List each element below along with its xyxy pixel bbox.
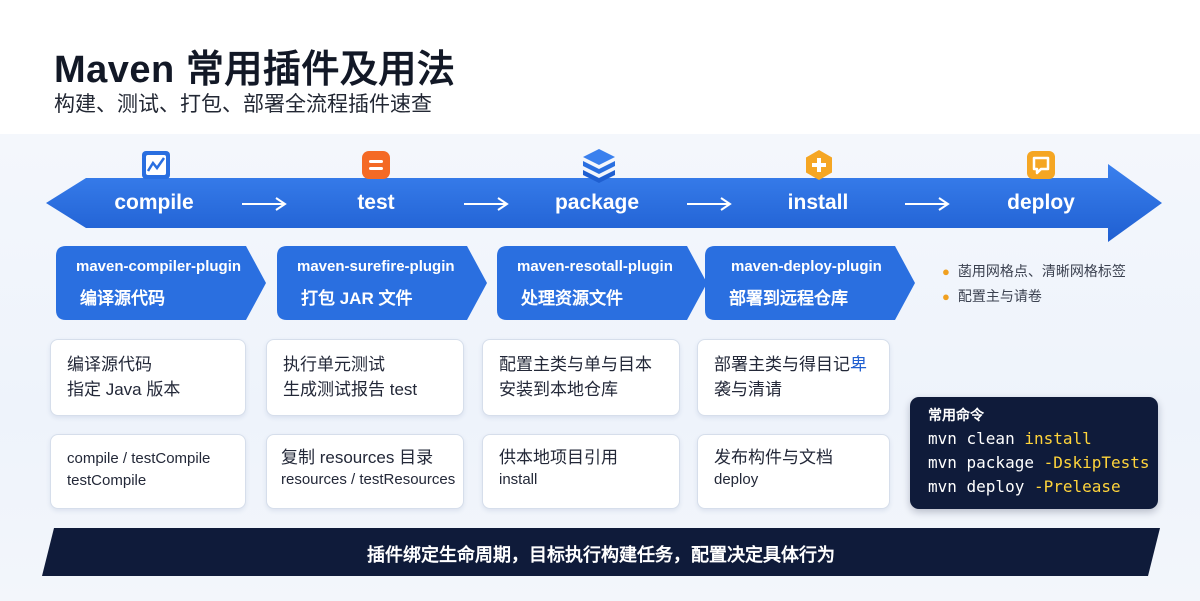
plugin-desc: 处理资源文件 [521, 289, 623, 308]
card-line: install [499, 471, 538, 488]
command-base: mvn deploy [928, 477, 1034, 496]
plugin-desc: 打包 JAR 文件 [301, 289, 413, 308]
stage-package-label: package [554, 191, 640, 214]
stage-test-label: test [357, 191, 395, 214]
stage-install-label: install [787, 191, 849, 214]
plugin-name: maven-surefire-plugin [297, 258, 455, 275]
stage-compile-label: compile [114, 191, 194, 214]
card-line: 袭与清请 [714, 380, 782, 399]
plugin-desc: 编译源代码 [80, 289, 165, 308]
note-text: 配置主与请卷 [957, 288, 1042, 304]
card-resources-goals: 复制 resources 目录 resources / testResource… [266, 434, 464, 509]
command-line: mvn deploy -Prelease [928, 475, 1140, 499]
command-line: mvn clean install [928, 427, 1140, 451]
card-install-goals: 供本地项目引用 install [482, 434, 680, 509]
box-stack-icon [583, 149, 615, 183]
card-line-text: 部署主类与得目记 [714, 355, 850, 374]
page-subtitle: 构建、测试、打包、部署全流程插件速查 [54, 93, 432, 116]
stage-deploy-label: deploy [1007, 191, 1075, 214]
command-line: mvn package -DskipTests [928, 451, 1150, 475]
bullet-dot-icon: ● [942, 289, 950, 304]
note-text: 菡用网格点、清晰网格标签 [957, 263, 1126, 279]
card-line: 供本地项目引用 [499, 448, 618, 467]
note-item: ● 菡用网格点、清晰网格标签 [942, 261, 1126, 281]
footer-text: 插件绑定生命周期，目标执行构建任务，配置决定具体行为 [367, 545, 835, 565]
card-line: 安装到本地仓库 [499, 380, 618, 399]
right-arrow-icon [905, 197, 950, 211]
page-title: Maven 常用插件及用法 [54, 49, 456, 91]
card-line: testCompile [67, 472, 147, 489]
chart-icon [142, 151, 170, 179]
right-arrow-icon [687, 197, 732, 211]
card-line: 部署主类与得目记卑 [714, 352, 873, 377]
command-highlight: -Prelease [1033, 477, 1121, 496]
command-base: mvn clean [928, 429, 1025, 448]
card-line: deploy [714, 471, 759, 488]
card-line: 复制 resources 目录 [281, 448, 434, 467]
checklist-icon [362, 151, 390, 179]
plugin-compiler: maven-compiler-plugin 编译源代码 [56, 246, 266, 320]
card-line-highlight: 卑 [850, 355, 867, 374]
right-arrow-icon [464, 197, 509, 211]
commands-title: 常用命令 [928, 407, 984, 423]
plugin-name: maven-deploy-plugin [731, 258, 882, 275]
card-line: 配置主类与单与目本 [499, 355, 652, 374]
plugin-name: maven-resotall-plugin [517, 258, 673, 275]
card-line: 指定 Java 版本 [67, 380, 181, 399]
plugin-deploy: maven-deploy-plugin 部署到远程仓库 [705, 246, 915, 320]
card-test-details: 执行单元测试 生成测试报告 test [266, 339, 464, 416]
plus-icon [806, 150, 832, 180]
common-commands-box: 常用命令 mvn clean install mvn package -Dski… [910, 397, 1158, 509]
command-highlight: -DskipTests [1043, 453, 1150, 472]
card-deploy-details: 部署主类与得目记卑 袭与清请 [697, 339, 890, 416]
card-line: 执行单元测试 [283, 355, 385, 374]
card-line: compile / testCompile [67, 450, 211, 467]
right-arrow-icon [242, 197, 287, 211]
command-highlight: install [1024, 429, 1092, 448]
plugin-name: maven-compiler-plugin [76, 258, 242, 275]
card-line: resources / testResources [281, 471, 456, 488]
command-base: mvn package [928, 453, 1044, 472]
plugin-surefire: maven-surefire-plugin 打包 JAR 文件 [277, 246, 487, 320]
card-deploy-goals: 发布构件与文档 deploy [697, 434, 890, 509]
bullet-dot-icon: ● [942, 264, 950, 279]
card-package-details: 配置主类与单与目本 安装到本地仓库 [482, 339, 680, 416]
footer-banner [42, 528, 1160, 576]
card-compile-details: 编译源代码 指定 Java 版本 [50, 339, 246, 416]
card-compile-goals: compile / testCompile testCompile [50, 434, 246, 509]
lifecycle-arrow [46, 164, 1162, 242]
chat-bubble-icon [1027, 151, 1055, 179]
note-item: ● 配置主与请卷 [942, 286, 1042, 306]
plugin-resources: maven-resotall-plugin 处理资源文件 [497, 246, 707, 320]
card-line: 发布构件与文档 [714, 448, 833, 467]
plugin-desc: 部署到远程仓库 [729, 289, 848, 308]
card-line: 编译源代码 [67, 355, 152, 374]
card-line: 生成测试报告 test [283, 380, 418, 399]
